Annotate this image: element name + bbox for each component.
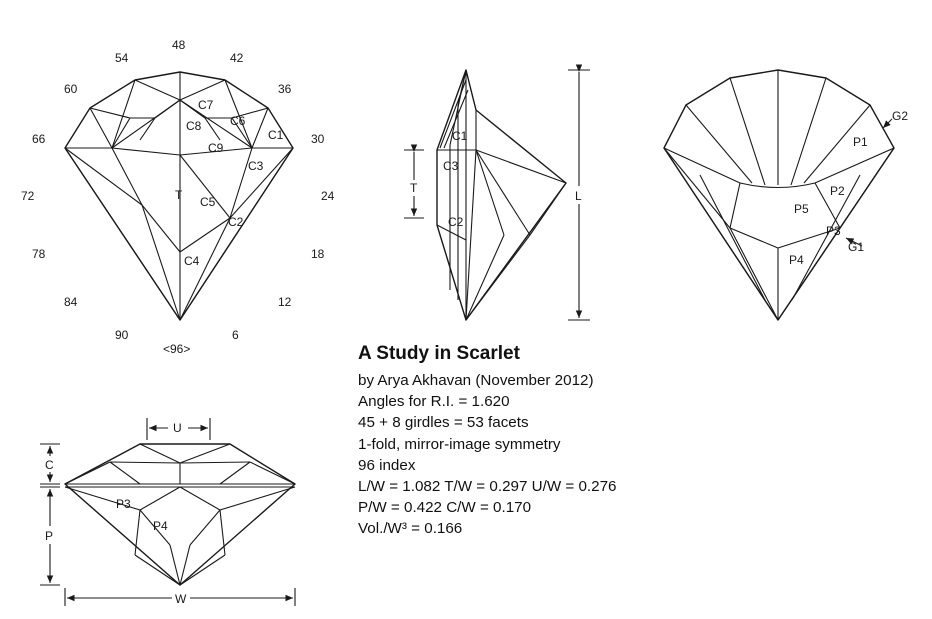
crown-label-c4: C4 [184, 254, 200, 268]
index-72: 72 [21, 189, 35, 203]
dimension-l-label: L [575, 189, 582, 203]
index-30: 30 [311, 132, 325, 146]
crown-label-c6: C6 [230, 114, 246, 128]
dimension-p-label: P [45, 529, 53, 543]
dimension-c-label: C [45, 458, 54, 472]
design-ratios-2: P/W = 0.422 C/W = 0.170 [358, 499, 532, 517]
crown-label-c7: C7 [198, 98, 214, 112]
dimension-u-label: U [173, 421, 182, 435]
side-outline [436, 69, 567, 321]
pavilion-label-p2: P2 [830, 184, 845, 198]
index-96: <96> [163, 342, 190, 356]
pavilion-view: P1 P2 P5 P3 P4 G1 G2 [663, 69, 908, 321]
index-90: 90 [115, 328, 129, 342]
pavilion-outline [663, 69, 895, 321]
index-24: 24 [321, 189, 335, 203]
profile-outline [64, 443, 296, 586]
index-36: 36 [278, 82, 292, 96]
design-symmetry: 1-fold, mirror-image symmetry [358, 435, 561, 453]
index-78: 78 [32, 247, 46, 261]
design-index: 96 index [358, 456, 416, 474]
side-label-c3: C3 [443, 159, 459, 173]
crown-label-c5: C5 [200, 195, 216, 209]
pavilion-label-p3: P3 [826, 224, 841, 238]
pavilion-label-g1: G1 [848, 240, 864, 254]
profile-view: P3 P4 U C P W [40, 418, 296, 606]
crown-label-c1: C1 [268, 128, 284, 142]
crown-label-c8: C8 [186, 119, 202, 133]
index-84: 84 [64, 295, 78, 309]
side-label-c2: C2 [448, 215, 464, 229]
design-angles: Angles for R.I. = 1.620 [358, 393, 510, 411]
profile-label-p3: P3 [116, 497, 131, 511]
pavilion-label-p1: P1 [853, 135, 868, 149]
crown-label-c2: C2 [228, 215, 244, 229]
pavilion-label-g2: G2 [892, 109, 908, 123]
dimension-w-label: W [175, 592, 187, 606]
dimension-t-label: T [410, 181, 418, 195]
profile-label-p4: P4 [153, 519, 168, 533]
index-54: 54 [115, 51, 129, 65]
index-48: 48 [172, 38, 186, 52]
side-view: C1 C3 C2 T L [404, 64, 590, 321]
index-42: 42 [230, 51, 244, 65]
crown-label-c9: C9 [208, 141, 224, 155]
design-volume: Vol./W³ = 0.166 [358, 520, 463, 538]
pavilion-label-p5: P5 [794, 202, 809, 216]
pavilion-label-p4: P4 [789, 253, 804, 267]
index-6: 6 [232, 328, 239, 342]
design-author: by Arya Akhavan (November 2012) [358, 372, 594, 389]
crown-label-c3: C3 [248, 159, 264, 173]
side-label-c1: C1 [452, 129, 468, 143]
design-info: A Study in Scarlet by Arya Akhavan (Nove… [358, 343, 616, 540]
index-60: 60 [64, 82, 78, 96]
design-facet-count: 45 + 8 girdles = 53 facets [358, 414, 529, 432]
index-66: 66 [32, 132, 46, 146]
design-title: A Study in Scarlet [358, 343, 520, 364]
index-12: 12 [278, 295, 292, 309]
crown-view: C7 C8 C6 C1 C9 C3 T C5 C2 C4 48 42 36 30… [21, 38, 335, 356]
crown-label-t: T [175, 188, 183, 202]
index-18: 18 [311, 247, 325, 261]
design-ratios-1: L/W = 1.082 T/W = 0.297 U/W = 0.276 [358, 478, 617, 496]
